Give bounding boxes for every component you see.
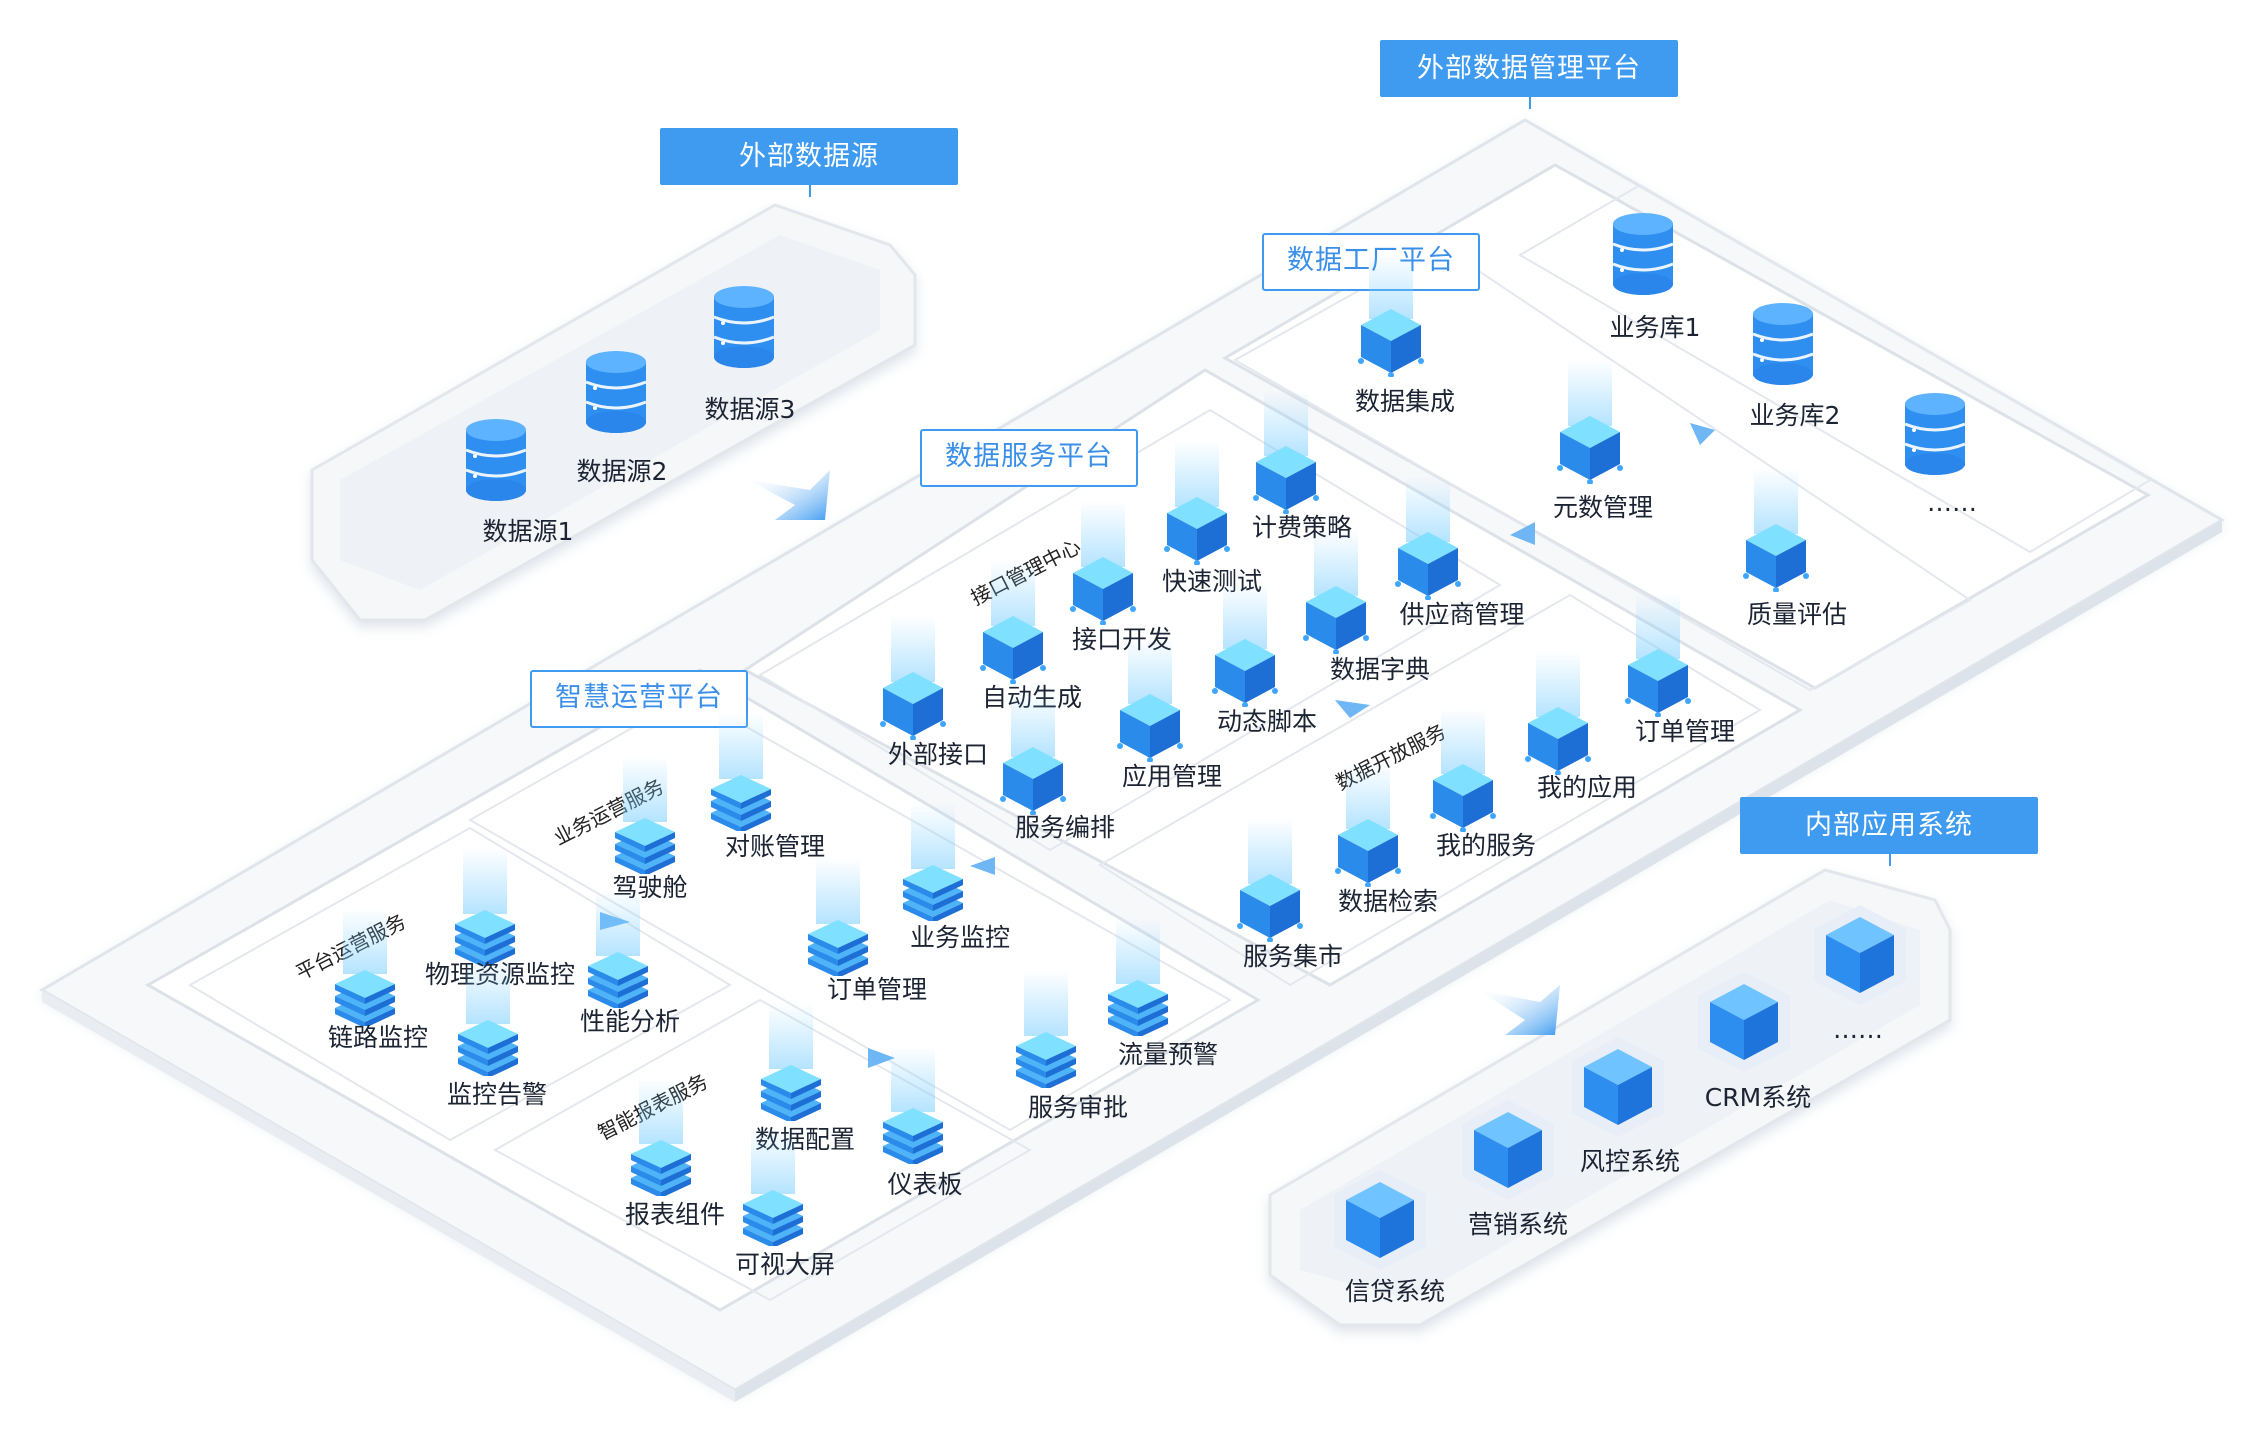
platform-item-3-label: 链路监控: [327, 1023, 429, 1052]
open-item-4-label: 数据检索: [1337, 887, 1439, 916]
platform-item-4-label: 监控告警: [446, 1080, 548, 1109]
source-3-label: 数据源3: [704, 395, 796, 424]
interface-item-5-label: 外部接口: [887, 740, 989, 769]
light-beam: [1369, 253, 1413, 319]
light-beam: [1116, 918, 1160, 984]
arrow-source-to-platform: [748, 470, 830, 520]
light-beam: [1248, 818, 1292, 884]
interface-item-9-label: 数据字典: [1329, 655, 1431, 684]
internal-system-2-label: 营销系统: [1467, 1210, 1569, 1239]
light-beam: [719, 713, 763, 779]
light-beam: [891, 1046, 935, 1112]
interface-item-8-label: 动态脚本: [1216, 707, 1318, 736]
light-beam: [1128, 638, 1172, 704]
light-beam: [639, 1078, 683, 1144]
business-item-6-label: 流量预警: [1117, 1040, 1219, 1069]
light-beam: [991, 560, 1035, 626]
light-beam: [911, 803, 955, 869]
open-item-5-label: 服务集市: [1242, 942, 1344, 971]
metadata-management-label: 元数管理: [1552, 493, 1654, 522]
light-beam: [891, 616, 935, 682]
title-data-service: 数据服务平台: [920, 429, 1138, 487]
light-beam: [1441, 708, 1485, 774]
light-beam: [1346, 763, 1390, 829]
internal-system-5-label: ……: [1833, 1015, 1883, 1044]
light-beam: [1264, 390, 1308, 456]
open-item-1-label: 订单管理: [1634, 717, 1736, 746]
interface-item-7-label: 应用管理: [1121, 762, 1223, 791]
banner-external-source: 外部数据源: [660, 128, 958, 197]
light-beam: [1081, 501, 1125, 567]
quality-assessment-label: 质量评估: [1746, 600, 1848, 629]
business-item-1-label: 对账管理: [724, 832, 826, 861]
business-db-more-label: ……: [1927, 488, 1977, 517]
factory-frame: [1221, 163, 2152, 690]
light-beam: [343, 908, 387, 974]
light-beam: [1636, 593, 1680, 659]
source-1-label: 数据源1: [482, 517, 574, 546]
arrow-ops-left: [970, 857, 995, 875]
light-beam: [769, 1003, 813, 1069]
data-integration-label: 数据集成: [1354, 387, 1456, 416]
arrow-factory-right: [1690, 423, 1715, 445]
smart-report-frame: [492, 998, 1033, 1302]
light-beam: [463, 848, 507, 914]
report-item-4-label: 可视大屏: [734, 1250, 836, 1279]
light-beam: [1314, 530, 1358, 596]
report-item-2-label: 仪表板: [887, 1170, 963, 1199]
arrow-platform-to-internal: [1478, 985, 1560, 1035]
light-beam: [1406, 476, 1450, 542]
internal-system-4-label: CRM系统: [1704, 1083, 1812, 1112]
business-item-3-label: 业务监控: [909, 923, 1011, 952]
light-beam: [1024, 970, 1068, 1036]
banner-internal-apps: 内部应用系统: [1740, 797, 2038, 866]
platform-item-2-label: 性能分析: [579, 1007, 681, 1036]
light-beam: [1011, 691, 1055, 757]
business-item-4-label: 订单管理: [826, 975, 928, 1004]
light-beam: [466, 958, 510, 1024]
source-2-label: 数据源2: [576, 457, 668, 486]
business-ops-frame: [467, 693, 1232, 1132]
light-beam: [1568, 360, 1612, 426]
light-beam: [1223, 583, 1267, 649]
arrow-ops-right: [868, 1048, 895, 1068]
business-db-1-label: 业务库1: [1609, 313, 1701, 342]
light-beam: [1754, 468, 1798, 534]
interface-item-10-label: 供应商管理: [1399, 600, 1525, 629]
report-item-3-label: 报表组件: [624, 1200, 726, 1229]
light-beam: [1536, 651, 1580, 717]
interface-center-frame: [758, 408, 1502, 852]
light-beam: [816, 858, 860, 924]
banner-external-platform: 外部数据管理平台: [1380, 40, 1678, 109]
open-item-3-label: 我的服务: [1435, 831, 1537, 860]
business-db-2-label: 业务库2: [1749, 401, 1841, 430]
data-open-frame: [1098, 593, 1762, 987]
business-db-frame: [1518, 183, 2152, 554]
business-item-5-label: 服务审批: [1027, 1093, 1129, 1122]
internal-system-3-label: 风控系统: [1579, 1147, 1681, 1176]
light-beam: [1175, 441, 1219, 507]
interface-item-6-label: 服务编排: [1014, 813, 1116, 842]
open-item-2-label: 我的应用: [1536, 773, 1638, 802]
platform-ops-frame: [188, 826, 732, 1142]
arrow-factory-left: [1510, 522, 1535, 545]
title-smart-ops: 智慧运营平台: [530, 670, 748, 728]
arrow-service-down: [1335, 700, 1370, 718]
internal-system-1-label: 信贷系统: [1344, 1277, 1446, 1306]
light-beam: [751, 1128, 795, 1194]
light-beam: [623, 756, 667, 822]
smart-ops-frame: [144, 668, 1261, 1312]
light-beam: [596, 890, 640, 956]
